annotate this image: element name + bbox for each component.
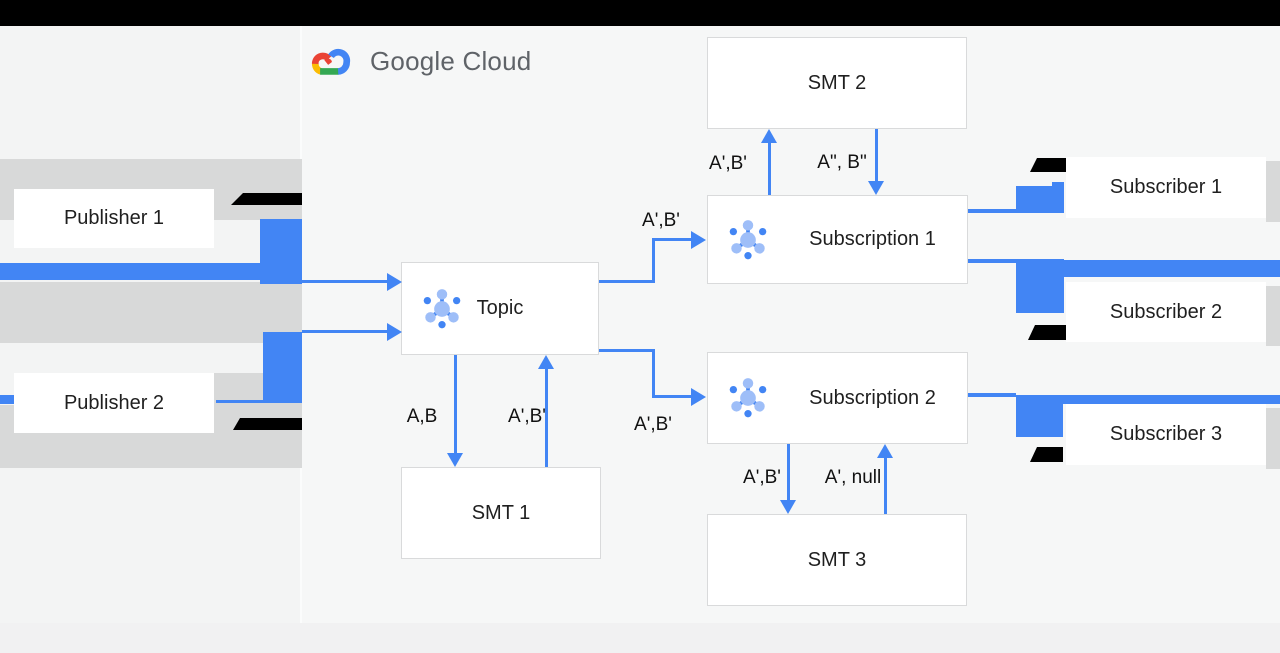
edge-sub2-subscriber3 [968, 393, 1016, 397]
edge-topic-sub1-seg3 [652, 238, 691, 241]
redacted-label-2 [233, 418, 302, 430]
redacted-label-r3 [1030, 447, 1063, 462]
node-label: Subscription 1 [809, 228, 936, 250]
edge-topic-sub1-seg2 [652, 240, 655, 283]
node-smt-1: SMT 1 [401, 467, 601, 559]
glitch-blue-block-1 [260, 219, 302, 284]
edge-topic-sub1-seg1 [599, 280, 655, 283]
redacted-label-1 [231, 193, 302, 205]
node-label: SMT 2 [807, 71, 867, 94]
node-label: SMT 3 [807, 548, 867, 571]
edge-label-smt1-topic: A',B' [508, 406, 546, 427]
edge-publisher2-topic [302, 330, 388, 333]
redacted-label-r1 [1030, 158, 1066, 172]
redacted-label-r2 [1028, 325, 1066, 340]
edge-label-topic-sub2: A',B' [634, 414, 672, 435]
glitch-blue-block-r1 [1016, 186, 1064, 213]
edge-label-sub1-smt2: A',B' [709, 153, 747, 174]
edge-topic-sub2-seg2 [652, 349, 655, 397]
arrowhead-right-icon [691, 388, 706, 406]
node-label: SMT 1 [471, 501, 531, 524]
google-cloud-logo: Google Cloud [308, 42, 540, 80]
arrowhead-right-icon [387, 273, 402, 291]
edge-publisher1-topic [302, 280, 388, 283]
edge-sub2-smt3 [787, 444, 790, 501]
google-cloud-logo-text: Google Cloud [370, 45, 532, 76]
arrowhead-down-icon [780, 500, 796, 514]
glitch-gray-strip-sub1 [1266, 161, 1280, 222]
arrowhead-up-icon [761, 129, 777, 143]
glitch-blue-step-r1 [1052, 182, 1064, 188]
arrowhead-right-icon [691, 231, 706, 249]
node-label: Publisher 2 [63, 391, 165, 414]
pubsub-subscription-icon [729, 219, 767, 259]
edge-topic-smt1 [454, 355, 457, 454]
arrowhead-down-icon [868, 181, 884, 195]
google-cloud-logo-icon [311, 48, 351, 75]
node-subscription-2: Subscription 2 [707, 352, 968, 444]
pubsub-subscription-icon [729, 378, 767, 418]
glitch-blue-sliver [0, 395, 14, 404]
glitch-blue-band-1 [0, 263, 260, 280]
edge-label-sub2-smt3: A',B' [743, 467, 781, 488]
arrowhead-right-icon [387, 323, 402, 341]
glitch-gray-strip-sub2 [1266, 286, 1280, 346]
arrowhead-up-icon [538, 355, 554, 369]
edge-label-smt3-sub2: A', null [824, 467, 882, 488]
edge-smt1-topic [545, 368, 548, 467]
node-label: Subscriber 2 [1109, 300, 1223, 323]
node-publisher-2: Publisher 2 [14, 373, 214, 433]
glitch-blue-block-r3 [1016, 395, 1063, 437]
glitch-blue-line [216, 400, 302, 403]
glitch-blue-block-2 [263, 332, 302, 403]
node-subscriber-2: Subscriber 2 [1066, 282, 1266, 342]
edge-sub1-smt2 [768, 142, 771, 195]
node-subscriber-1: Subscriber 1 [1066, 157, 1266, 218]
glitch-blue-block-r2 [1016, 259, 1064, 313]
arrowhead-up-icon [877, 444, 893, 458]
node-label: Subscriber 3 [1109, 423, 1223, 445]
top-black-bar [0, 0, 1280, 26]
arrowhead-down-icon [447, 453, 463, 467]
node-label: Subscription 2 [809, 386, 936, 409]
edge-smt2-sub1 [875, 129, 878, 182]
bottom-strip [0, 623, 1280, 653]
node-subscriber-3: Subscriber 3 [1066, 404, 1266, 465]
node-label: Subscriber 1 [1109, 176, 1223, 198]
edge-label-smt2-sub1: A", B" [817, 152, 867, 173]
node-label: Publisher 1 [63, 207, 165, 229]
edge-sub1-subscriber2 [968, 259, 1016, 263]
node-label: Topic [476, 297, 524, 319]
edge-smt3-sub2 [884, 457, 887, 514]
edge-label-topic-smt1: A,B [406, 406, 438, 427]
edge-topic-sub2-seg3 [652, 395, 691, 398]
pubsub-topic-icon [423, 288, 461, 328]
edge-topic-sub2-seg1 [599, 349, 655, 352]
glitch-gray-strip-sub3 [1266, 408, 1280, 469]
node-smt-2: SMT 2 [707, 37, 967, 129]
node-publisher-1: Publisher 1 [14, 189, 214, 248]
glitch-blue-band-r2 [1064, 260, 1280, 277]
glitch-gray-band-2 [0, 282, 302, 343]
edge-sub1-subscriber1 [968, 209, 1016, 213]
edge-label-topic-sub1: A',B' [642, 210, 680, 231]
node-topic: Topic [401, 262, 599, 355]
node-subscription-1: Subscription 1 [707, 195, 968, 284]
node-smt-3: SMT 3 [707, 514, 967, 606]
glitch-blue-band-r3 [1063, 395, 1280, 404]
